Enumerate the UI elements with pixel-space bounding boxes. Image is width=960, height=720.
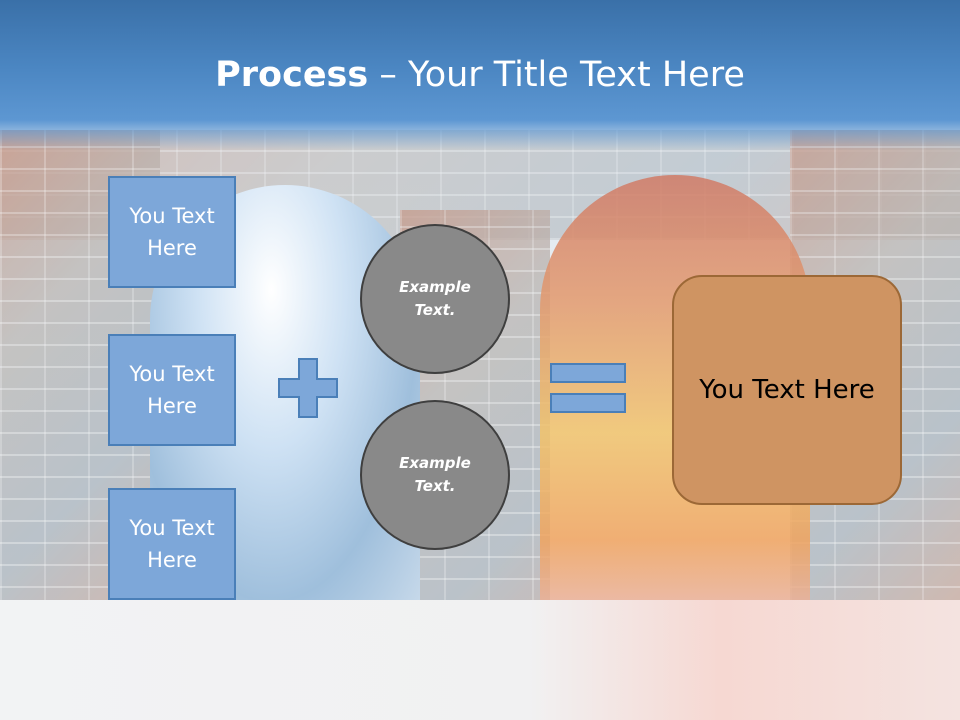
result-label: You Text Here — [699, 375, 875, 405]
title-bar — [0, 0, 960, 150]
input-box-label: You Text Here — [129, 516, 215, 572]
slide-title[interactable]: Process – Your Title Text Here — [0, 55, 960, 95]
equals-icon-top-bar — [550, 363, 626, 383]
circle-label: Example Text. — [399, 454, 471, 495]
input-box-1[interactable]: You Text Here — [108, 176, 236, 288]
result-box[interactable]: You Text Here — [672, 275, 902, 505]
title-rest: – Your Title Text Here — [368, 55, 745, 95]
title-bold: Process — [215, 55, 369, 95]
input-box-3[interactable]: You Text Here — [108, 488, 236, 600]
equals-icon-bottom-bar — [550, 393, 626, 413]
plus-icon — [278, 358, 338, 418]
input-box-2[interactable]: You Text Here — [108, 334, 236, 446]
floor — [0, 600, 960, 720]
input-box-label: You Text Here — [129, 362, 215, 418]
circle-label: Example Text. — [399, 278, 471, 319]
example-circle-1[interactable]: Example Text. — [360, 224, 510, 374]
input-box-label: You Text Here — [129, 204, 215, 260]
example-circle-2[interactable]: Example Text. — [360, 400, 510, 550]
